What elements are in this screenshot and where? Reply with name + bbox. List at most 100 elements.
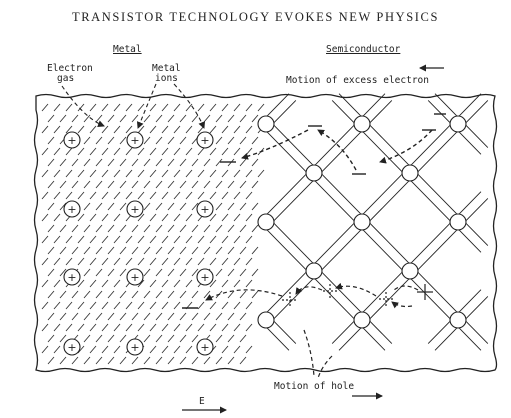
hatch-stroke	[143, 268, 151, 277]
hatch-stroke	[161, 345, 169, 354]
hatch-stroke	[119, 290, 127, 299]
hatch-stroke	[107, 334, 115, 343]
hatch-stroke	[149, 213, 157, 222]
lattice-atoms	[257, 115, 467, 329]
hatch-stroke	[83, 334, 91, 343]
hatch-stroke	[47, 136, 55, 145]
hatch-stroke	[185, 103, 193, 112]
hatch-stroke	[89, 147, 97, 156]
hatch-stroke	[191, 356, 199, 365]
lattice-atom	[401, 164, 419, 182]
hatch-stroke	[215, 334, 223, 343]
hatch-stroke	[155, 224, 163, 233]
hatch-stroke	[119, 334, 127, 343]
hatch-stroke	[53, 279, 61, 288]
metal-ions-label-line2: ions	[155, 73, 178, 84]
hatch-stroke	[221, 279, 229, 288]
hatch-stroke	[209, 213, 217, 222]
hatch-stroke	[221, 125, 229, 134]
hatch-stroke	[59, 246, 67, 255]
hatch-stroke	[155, 246, 163, 255]
hatch-stroke	[167, 268, 175, 277]
hatch-stroke	[251, 268, 259, 277]
hatch-stroke	[53, 323, 61, 332]
hatch-stroke	[197, 323, 205, 332]
hatch-stroke	[239, 114, 247, 123]
hatch-stroke	[65, 257, 73, 266]
hatch-stroke	[251, 136, 259, 145]
hatch-stroke	[143, 334, 151, 343]
hatch-stroke	[221, 103, 229, 112]
hatch-stroke	[113, 169, 121, 178]
hatch-stroke	[131, 180, 139, 189]
hatch-stroke	[167, 158, 175, 167]
hatch-stroke	[215, 114, 223, 123]
hatch-stroke	[101, 191, 109, 200]
hatch-stroke	[191, 334, 199, 343]
hatch-stroke	[173, 147, 181, 156]
hatch-stroke	[53, 235, 61, 244]
hatch-stroke	[107, 312, 115, 321]
ion-charge-symbol: +	[200, 134, 209, 147]
hatch-stroke	[143, 202, 151, 211]
hatch-stroke	[173, 103, 181, 112]
hatch-stroke	[77, 125, 85, 134]
hatch-stroke	[125, 235, 133, 244]
hatch-stroke	[155, 312, 163, 321]
lattice-bond	[317, 169, 366, 219]
lattice-bond	[406, 120, 455, 170]
hatch-stroke	[65, 169, 73, 178]
hatch-stroke	[227, 246, 235, 255]
hatch-stroke	[149, 147, 157, 156]
hatch-stroke	[209, 147, 217, 156]
hatch-stroke	[161, 279, 169, 288]
hatch-stroke	[245, 103, 253, 112]
hatch-stroke	[53, 213, 61, 222]
hatch-stroke	[221, 345, 229, 354]
hatch-stroke	[209, 191, 217, 200]
hatch-stroke	[245, 301, 253, 310]
hatch-stroke	[107, 290, 115, 299]
hatch-stroke	[239, 356, 247, 365]
hatch-stroke	[143, 224, 151, 233]
hatch-stroke	[41, 257, 49, 266]
electron-gas-label-line1: Electron	[47, 63, 93, 74]
hatch-stroke	[179, 334, 187, 343]
hatch-stroke	[107, 136, 115, 145]
hatch-stroke	[203, 312, 211, 321]
hatch-stroke	[185, 323, 193, 332]
hatch-stroke	[185, 235, 193, 244]
lattice-bond	[269, 176, 318, 226]
hatch-stroke	[53, 257, 61, 266]
hatch-stroke	[233, 235, 241, 244]
semiconductor-label: Semiconductor	[326, 44, 401, 55]
hatch-stroke	[197, 235, 205, 244]
lattice-atom	[353, 115, 371, 133]
lattice-bond	[413, 267, 462, 317]
hatch-stroke	[137, 323, 145, 332]
ion-charge-symbol: +	[130, 134, 139, 147]
ion-charge-symbol: +	[130, 203, 139, 216]
metal-ion: +	[63, 338, 81, 356]
hatch-stroke	[89, 257, 97, 266]
hatch-stroke	[59, 356, 67, 365]
hatch-stroke	[173, 323, 181, 332]
hatch-stroke	[245, 323, 253, 332]
hatch-stroke	[41, 279, 49, 288]
hatch-stroke	[245, 235, 253, 244]
hatch-stroke	[215, 246, 223, 255]
hatch-stroke	[41, 213, 49, 222]
metal-ion: +	[126, 338, 144, 356]
hatch-stroke	[191, 246, 199, 255]
hatch-stroke	[245, 169, 253, 178]
hatch-stroke	[191, 180, 199, 189]
lattice-bond	[365, 176, 414, 226]
hatch-stroke	[179, 158, 187, 167]
hatch-stroke	[113, 345, 121, 354]
hatch-stroke	[203, 356, 211, 365]
hatch-stroke	[197, 103, 205, 112]
lattice-bond	[406, 274, 455, 324]
hatch-stroke	[239, 312, 247, 321]
hatch-stroke	[89, 169, 97, 178]
